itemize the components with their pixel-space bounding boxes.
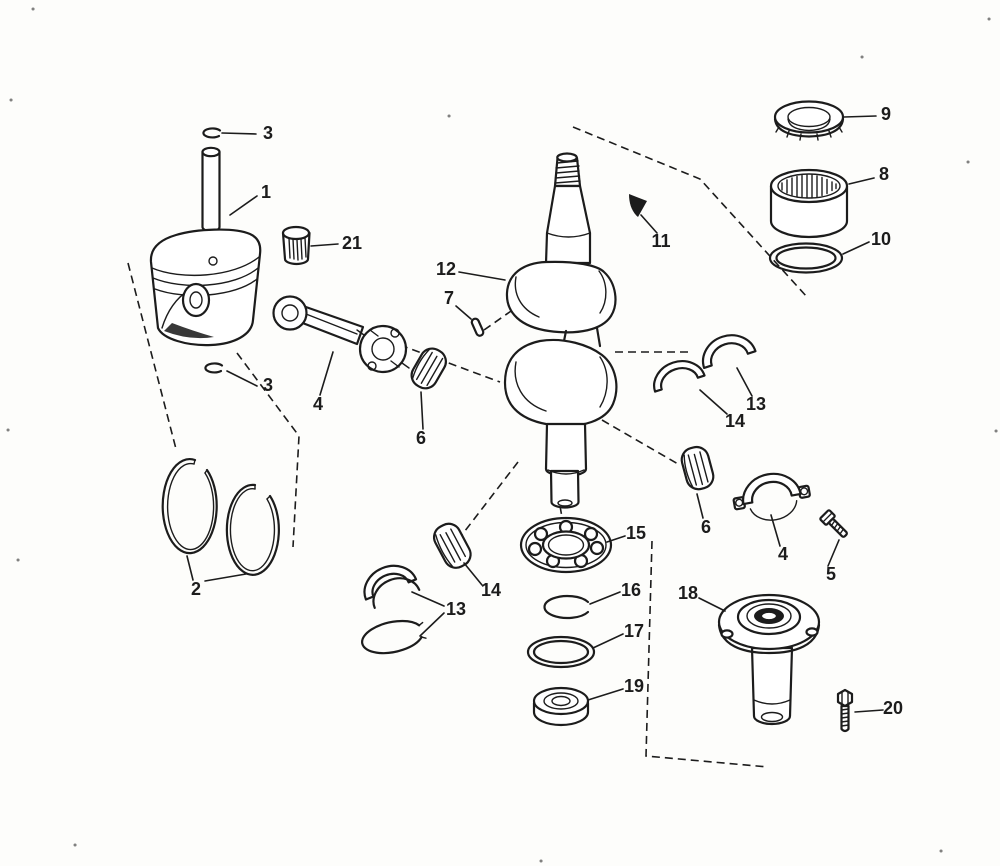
callout-6-upper: 6	[416, 428, 426, 448]
seal-housing	[717, 593, 821, 726]
callout-3-top: 3	[263, 123, 273, 143]
bearing-liner-right	[701, 334, 757, 370]
callout-1: 1	[261, 182, 271, 202]
callout-3-bottom: 3	[263, 375, 273, 395]
callout-20: 20	[883, 698, 903, 718]
lower-seal	[532, 686, 590, 727]
piston	[149, 228, 262, 347]
taper-plug	[629, 194, 647, 217]
upper-seal	[773, 100, 845, 141]
piston-pin	[201, 146, 221, 233]
connecting-rod	[272, 295, 410, 374]
callout-12: 12	[436, 259, 456, 279]
callout-7: 7	[444, 288, 454, 308]
callout-8: 8	[879, 164, 889, 184]
center-main-bearing-halves	[732, 472, 811, 521]
callout-9: 9	[881, 104, 891, 124]
rod-bearing-cage-lower	[680, 445, 715, 491]
callout-15: 15	[626, 523, 646, 543]
paper-specks	[6, 7, 998, 863]
callout-6-lower: 6	[701, 517, 711, 537]
alignment-dashed-lines	[127, 126, 808, 768]
bearing-liner-left	[363, 564, 421, 609]
crankshaft	[503, 152, 618, 509]
housing-screw	[836, 688, 854, 733]
callout-13-left: 13	[446, 599, 466, 619]
callout-17: 17	[624, 621, 644, 641]
piston-rings	[161, 458, 280, 576]
callout-4-bearing: 4	[778, 544, 788, 564]
callout-13-right: 13	[746, 394, 766, 414]
callout-19: 19	[624, 676, 644, 696]
callout-10: 10	[871, 229, 891, 249]
lower-o-ring	[526, 635, 596, 669]
retaining-clip-bottom	[204, 362, 224, 374]
retaining-ring	[543, 594, 590, 620]
ball-bearing	[519, 516, 613, 574]
callout-14-right: 14	[725, 411, 745, 431]
rod-bearing-cage-upper	[410, 347, 447, 390]
callout-18: 18	[678, 583, 698, 603]
callout-leader-lines	[186, 115, 884, 713]
dowel-pin	[470, 317, 485, 337]
wrist-pin-bearing	[281, 225, 311, 266]
upper-main-bearing	[769, 168, 849, 239]
callout-2: 2	[191, 579, 201, 599]
callout-4-rod: 4	[313, 394, 323, 414]
callout-11: 11	[651, 231, 670, 251]
retaining-clip-top	[202, 127, 222, 139]
callout-16: 16	[621, 580, 641, 600]
bearing-cage-center	[432, 522, 472, 569]
snap-ring-left	[361, 619, 427, 655]
callout-5: 5	[826, 564, 836, 584]
callout-21: 21	[342, 233, 362, 253]
upper-o-ring	[768, 242, 844, 274]
callout-14-center: 14	[481, 580, 501, 600]
bearing-liner-right-lower	[653, 360, 706, 393]
bearing-screw	[819, 509, 848, 538]
